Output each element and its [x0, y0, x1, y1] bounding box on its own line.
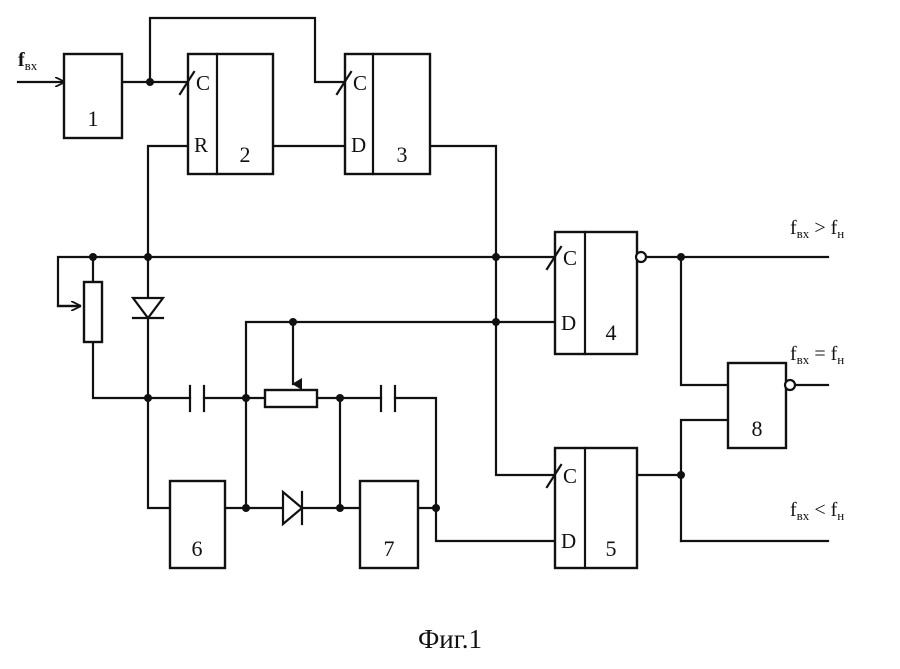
- wire-rheostat-bottom: [91, 340, 192, 400]
- junctions: [89, 78, 685, 512]
- junction-dot: [289, 318, 297, 326]
- wire-cap2-to-b5-d: [393, 396, 557, 543]
- potentiometer: [263, 388, 319, 409]
- output-label-greater: fвх>fн: [790, 217, 844, 241]
- junction-dot: [144, 394, 152, 402]
- pin-label: C: [353, 71, 367, 95]
- inverter-bubble: [634, 250, 648, 264]
- wire-b6-to-b4-d: [244, 320, 557, 510]
- svg-text:fвх<fн: fвх<fн: [790, 499, 844, 523]
- block-number: 8: [752, 416, 763, 441]
- input-f: f: [18, 49, 25, 71]
- pin-label: C: [563, 464, 577, 488]
- pin-label: C: [196, 71, 210, 95]
- block-number: 4: [606, 320, 617, 345]
- block-number: 2: [240, 142, 251, 167]
- junction-dot: [242, 394, 250, 402]
- figure-caption: Фиг.1: [418, 624, 482, 654]
- pin-label: D: [561, 529, 576, 553]
- wire-main-vertical: [146, 144, 190, 510]
- diode-vertical: [130, 296, 166, 320]
- inverter-bubble: [783, 378, 797, 392]
- junction-dot: [144, 253, 152, 261]
- junction-dot: [432, 504, 440, 512]
- wire-b5-to-b8: [679, 418, 730, 543]
- block-5: C D 5: [545, 446, 639, 570]
- block-number: 6: [192, 536, 203, 561]
- svg-text:fвх: fвх: [18, 49, 38, 73]
- wire-b3-to-b5-c: [428, 144, 557, 477]
- pin-label: D: [351, 133, 366, 157]
- rheostat: [56, 280, 104, 344]
- block-3: C D 3: [335, 52, 432, 176]
- diode-horizontal: [281, 489, 304, 527]
- junction-dot: [677, 253, 685, 261]
- input-sub: вх: [25, 58, 38, 73]
- wire-b4-to-b8: [679, 255, 730, 387]
- input-label: fвх: [18, 49, 38, 73]
- pin-label: C: [563, 246, 577, 270]
- junction-dot: [146, 78, 154, 86]
- svg-text:fвх>fн: fвх>fн: [790, 217, 844, 241]
- block-8: 8: [726, 361, 797, 450]
- junction-dot: [89, 253, 97, 261]
- svg-text:fвх=fн: fвх=fн: [790, 343, 844, 367]
- pin-label: R: [194, 133, 208, 157]
- block-4: C D 4: [545, 230, 648, 356]
- junction-dot: [336, 394, 344, 402]
- wires: [16, 16, 830, 543]
- block-number: 1: [88, 106, 99, 131]
- block-number: 3: [397, 142, 408, 167]
- block-number: 5: [606, 536, 617, 561]
- block-2: C R 2: [178, 52, 275, 176]
- junction-dot: [492, 318, 500, 326]
- junction-dot: [677, 471, 685, 479]
- output-label-less: fвх<fн: [790, 499, 844, 523]
- junction-dot: [242, 504, 250, 512]
- junction-dot: [336, 504, 344, 512]
- wire-to-b3-c: [148, 16, 347, 84]
- junction-dot: [492, 253, 500, 261]
- block-number: 7: [384, 536, 395, 561]
- output-label-equal: fвх=fн: [790, 343, 844, 367]
- block-1: 1: [62, 52, 124, 140]
- capacitor-2: [379, 384, 397, 413]
- block-6: 6: [168, 479, 227, 570]
- pin-label: D: [561, 311, 576, 335]
- block-7: 7: [358, 479, 420, 570]
- capacitor-1: [188, 384, 206, 413]
